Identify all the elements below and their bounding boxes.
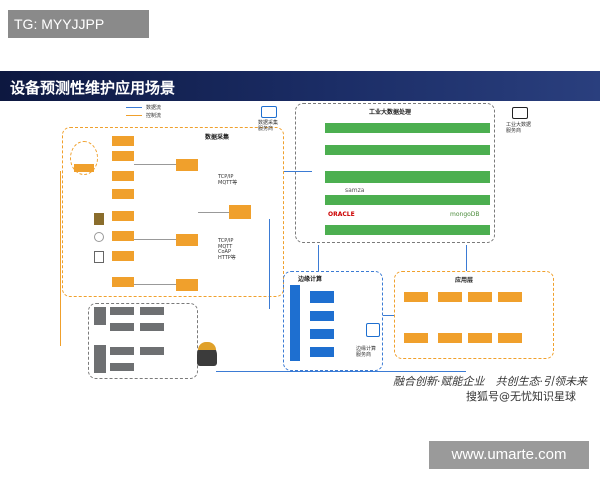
collection-node-1 bbox=[112, 211, 134, 221]
app-row1-3 bbox=[468, 292, 492, 302]
table-icon bbox=[94, 251, 104, 263]
bigdata-row-3 bbox=[325, 171, 490, 183]
protocol-label-2: TCP/IP MQTT CoAP HTTP等 bbox=[218, 238, 236, 261]
app-row1-1 bbox=[404, 292, 428, 302]
worker-helmet-icon bbox=[198, 342, 216, 350]
mongodb-logo: mongoDB bbox=[450, 211, 480, 218]
big-data-title: 工业大数据处理 bbox=[369, 109, 412, 116]
flow-arrow-down-1 bbox=[269, 219, 270, 309]
edge-node-2 bbox=[310, 311, 334, 321]
maint-node-2 bbox=[140, 307, 164, 315]
edge-title: 边缘计算 bbox=[298, 276, 323, 283]
bigdata-service-icon bbox=[512, 107, 528, 119]
processing-node-2 bbox=[176, 234, 198, 246]
flow-arrow-edge-app bbox=[383, 315, 394, 316]
bigdata-row-4 bbox=[325, 195, 490, 205]
maint-node-3 bbox=[110, 323, 134, 331]
bigdata-row-2 bbox=[325, 145, 490, 155]
collection-service-label: 数据采集服务商 bbox=[258, 120, 279, 132]
collection-node-2 bbox=[112, 231, 134, 241]
settings-icon bbox=[94, 232, 104, 242]
flow-arrow-bottom bbox=[216, 371, 466, 372]
slogan-text: 融合创新·赋能企业 共创生态·引领未来 bbox=[393, 375, 587, 388]
watermark-tag: TG: MYYJJPP bbox=[8, 10, 149, 38]
edge-service-label: 边缘计算服务商 bbox=[356, 346, 377, 358]
edge-node-4 bbox=[310, 347, 334, 357]
title-banner: 设备预测性维护应用场景 bbox=[0, 71, 600, 101]
watermark-url: www.umarte.com bbox=[429, 441, 589, 469]
bigdata-row-1 bbox=[325, 123, 490, 133]
legend-data-label: 数据流 bbox=[146, 105, 162, 111]
bigdata-service-label: 工业大数据服务商 bbox=[506, 122, 532, 134]
sensor-node-4 bbox=[112, 189, 134, 199]
app-row2-2 bbox=[438, 333, 462, 343]
flow-arrow-down-3 bbox=[318, 245, 319, 271]
equipment-icon bbox=[70, 141, 98, 175]
bigdata-row-5 bbox=[325, 225, 490, 235]
edge-service-icon bbox=[366, 323, 380, 337]
equipment-node bbox=[74, 164, 94, 172]
app-row1-4 bbox=[498, 292, 522, 302]
maint-label-2 bbox=[94, 345, 106, 373]
maint-label-1 bbox=[94, 307, 106, 325]
processing-node-3 bbox=[176, 279, 198, 291]
link-line-1 bbox=[134, 164, 176, 165]
maint-node-7 bbox=[110, 363, 134, 371]
protocol-label-1: TCP/IP MQTT等 bbox=[218, 174, 238, 186]
link-line-4 bbox=[198, 212, 229, 213]
application-title: 应用层 bbox=[455, 277, 474, 284]
document-icon bbox=[94, 213, 104, 225]
maint-node-5 bbox=[110, 347, 134, 355]
maint-node-6 bbox=[140, 347, 164, 355]
edge-region bbox=[283, 271, 383, 371]
link-line-2 bbox=[134, 239, 176, 240]
gateway-node bbox=[229, 205, 251, 219]
legend-control-label: 控制流 bbox=[146, 113, 162, 119]
page-title: 设备预测性维护应用场景 bbox=[10, 79, 176, 97]
data-collection-region bbox=[62, 127, 284, 297]
flow-arrow-down-2 bbox=[466, 245, 467, 271]
processing-node-1 bbox=[176, 159, 198, 171]
link-line-3 bbox=[134, 284, 176, 285]
maint-node-4 bbox=[140, 323, 164, 331]
application-region bbox=[394, 271, 554, 359]
samza-logo: samza bbox=[345, 187, 365, 194]
legend-control-arrow bbox=[126, 115, 142, 116]
edge-node-1 bbox=[310, 291, 334, 303]
sensor-node-3 bbox=[112, 171, 134, 181]
sensor-node-2 bbox=[112, 151, 134, 161]
app-row2-1 bbox=[404, 333, 428, 343]
edge-panel bbox=[290, 285, 300, 361]
flow-arrow-control-left bbox=[60, 171, 61, 346]
edge-node-3 bbox=[310, 329, 334, 339]
big-data-region bbox=[295, 103, 495, 243]
sensor-node-1 bbox=[112, 136, 134, 146]
app-row1-2 bbox=[438, 292, 462, 302]
app-row2-4 bbox=[498, 333, 522, 343]
maintenance-region bbox=[88, 303, 198, 379]
sohu-credit: 搜狐号@无忧知识星球 bbox=[466, 390, 576, 403]
app-row2-3 bbox=[468, 333, 492, 343]
oracle-logo: ORACLE bbox=[328, 211, 355, 218]
collection-node-4 bbox=[112, 277, 134, 287]
data-collection-title: 数据采集 bbox=[205, 134, 230, 141]
flow-arrow-right bbox=[284, 171, 312, 172]
collection-node-3 bbox=[112, 251, 134, 261]
diagram-canvas: 数据流 控制流 数据采集 数据采集服务商 TCP/IP MQTT等 TCP/IP… bbox=[0, 101, 600, 396]
collection-service-icon bbox=[261, 106, 277, 118]
legend-data-arrow bbox=[126, 107, 142, 108]
maint-node-1 bbox=[110, 307, 134, 315]
